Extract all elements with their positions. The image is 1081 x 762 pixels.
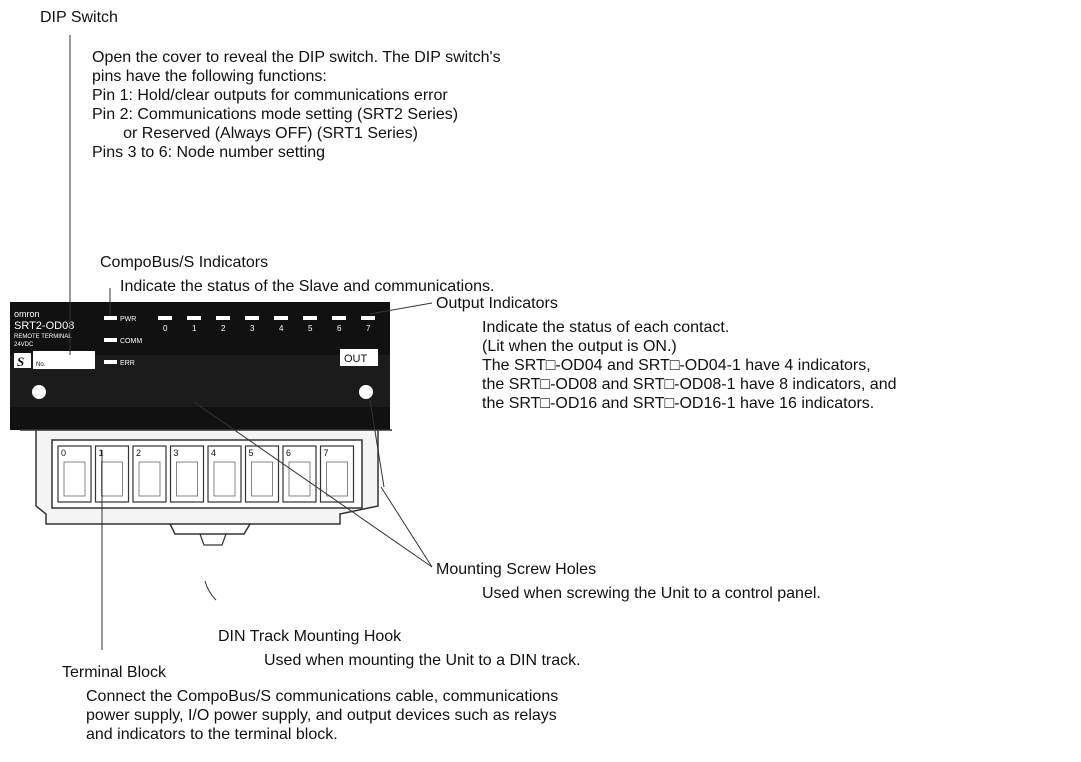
terminal-6 [282, 445, 317, 503]
dip-switch-cover [33, 351, 95, 369]
terminal-4 [207, 445, 242, 503]
compobus-title: CompoBus/S Indicators [100, 254, 269, 271]
terminal-label-6: 6 [286, 448, 291, 458]
output-led-label-7: 7 [366, 324, 371, 333]
indicator-comm-label: COMM [120, 338, 142, 345]
dip-switch-title: DIP Switch [40, 9, 118, 26]
leader-screw-hole-left [193, 401, 433, 568]
terminal-1 [94, 445, 130, 503]
output-led-label-2: 2 [221, 324, 226, 333]
device-voltage: 24VDC [14, 342, 34, 348]
terminal-7 [319, 445, 355, 503]
screw-holes-title: Mounting Screw Holes [436, 561, 597, 578]
leader-output-indicators [369, 302, 433, 315]
output-line: the SRT□-OD16 and SRT□-OD16-1 have 16 in… [482, 395, 875, 412]
out-label-box [340, 349, 378, 366]
output-led-6 [332, 316, 346, 320]
output-led-label-3: 3 [250, 324, 255, 333]
dip-line: Open the cover to reveal the DIP switch.… [92, 49, 501, 66]
output-line: Indicate the status of each contact. [482, 319, 730, 336]
dip-line: Pin 1: Hold/clear outputs for communicat… [92, 87, 448, 104]
terminal-label-5: 5 [249, 448, 254, 458]
output-led-label-5: 5 [308, 324, 313, 333]
terminal-line: power supply, I/O power supply, and outp… [86, 707, 557, 724]
leader-screw-hole-right [380, 486, 433, 568]
terminal-block-description: Connect the CompoBus/S communications ca… [86, 687, 558, 744]
terminal-3 [169, 445, 205, 503]
screw-hole-right [359, 385, 373, 399]
output-led-0 [158, 316, 172, 320]
dip-line: Pins 3 to 6: Node number setting [92, 144, 326, 161]
output-indicators-title: Output Indicators [436, 295, 558, 312]
terminal-label-0: 0 [61, 448, 66, 458]
terminal-block-title: Terminal Block [62, 664, 167, 681]
output-line: the SRT□-OD08 and SRT□-OD08-1 have 8 ind… [482, 376, 897, 393]
no-label: No. [36, 362, 46, 368]
compobus-description: Indicate the status of the Slave and com… [120, 278, 495, 295]
output-led-7 [361, 316, 375, 320]
screw-hole-left [32, 385, 46, 399]
output-line: (Lit when the output is ON.) [482, 338, 677, 355]
device-brand: omron [14, 309, 40, 319]
output-line: The SRT□-OD04 and SRT□-OD04-1 have 4 ind… [482, 357, 871, 374]
output-led-label-4: 4 [279, 324, 284, 333]
indicator-err-led [104, 360, 117, 364]
terminal-0 [57, 445, 92, 503]
output-led-5 [303, 316, 317, 320]
terminal-label-7: 7 [324, 448, 329, 458]
terminal-line: Connect the CompoBus/S communications ca… [86, 688, 559, 705]
indicator-err-label: ERR [120, 360, 135, 367]
indicator-pwr-label: PWR [120, 316, 136, 323]
terminal-2 [132, 445, 167, 503]
terminal-label-1: 1 [99, 448, 104, 458]
dip-line: or Reserved (Always OFF) (SRT1 Series) [92, 125, 418, 142]
dip-line: Pin 2: Communications mode setting (SRT2… [92, 106, 459, 123]
output-led-label-6: 6 [337, 324, 342, 333]
output-led-3 [245, 316, 259, 320]
output-led-1 [187, 316, 201, 320]
din-hook-title: DIN Track Mounting Hook [218, 628, 402, 645]
output-led-2 [216, 316, 230, 320]
screw-holes-description: Used when screwing the Unit to a control… [482, 585, 821, 602]
output-led-label-1: 1 [192, 324, 197, 333]
din-hook-description: Used when mounting the Unit to a DIN tra… [264, 652, 581, 669]
din-track-hook [169, 523, 251, 535]
output-led-label-0: 0 [163, 324, 168, 333]
terminal-label-4: 4 [211, 448, 216, 458]
leader-din-hook [204, 580, 217, 601]
terminal-5 [244, 445, 280, 503]
device-model: SRT2-OD08 [14, 320, 74, 332]
s-logo-icon [14, 353, 31, 368]
output-led-4 [274, 316, 288, 320]
indicator-comm-led [104, 338, 117, 342]
output-indicators-description: Indicate the status of each contact. (Li… [482, 318, 897, 413]
indicator-pwr-led [104, 316, 117, 320]
terminal-line: and indicators to the terminal block. [86, 726, 338, 743]
device-type: REMOTE TERMINAL [14, 334, 72, 340]
dip-switch-description: Open the cover to reveal the DIP switch.… [92, 48, 501, 162]
terminal-label-2: 2 [136, 448, 141, 458]
out-label: OUT [344, 353, 368, 365]
dip-line: pins have the following functions: [92, 68, 327, 85]
svg-text:S: S [17, 354, 24, 369]
terminal-label-3: 3 [174, 448, 179, 458]
